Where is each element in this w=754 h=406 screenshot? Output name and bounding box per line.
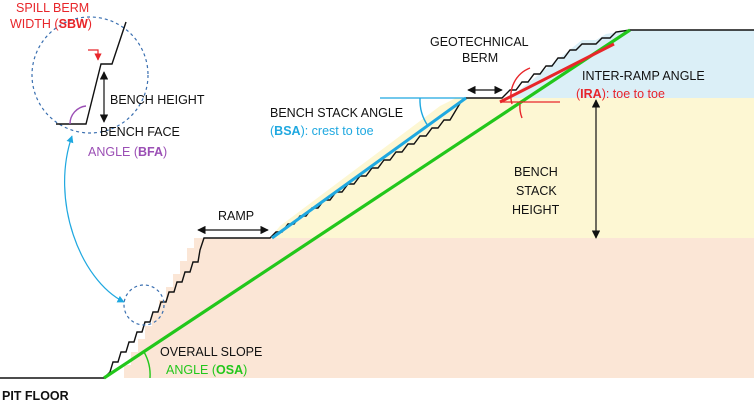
callout-connector (64, 135, 125, 303)
sbw-abbr: SBW (59, 17, 88, 31)
pit-floor-label: PIT FLOOR (2, 389, 69, 403)
bsa-label-line1: BENCH STACK ANGLE (270, 106, 403, 120)
bsa-rest: ): crest to toe (301, 124, 374, 138)
detail-bench-profile (56, 21, 127, 125)
svg-text:SPILL BERM: SPILL BERM (16, 1, 89, 15)
bsh-label-line2: STACK (516, 184, 557, 198)
ramp-label: RAMP (218, 209, 254, 223)
svg-text:(BSA): crest to toe: (BSA): crest to toe (270, 124, 374, 138)
sbw-close: ) (88, 17, 92, 31)
geotech-label-line1: GEOTECHNICAL (430, 35, 529, 49)
bfa-arc (69, 105, 87, 125)
svg-text:(IRA): toe to toe: (IRA): toe to toe (576, 87, 665, 101)
sbw-pointer (88, 49, 102, 61)
inter-ramp-line (499, 42, 615, 104)
bfa-label-line2: ANGLE ( (88, 145, 139, 159)
geotech-label-line2: BERM (462, 51, 498, 65)
overall-slope-line (103, 28, 631, 380)
osa-arc (143, 351, 151, 379)
detail-source-circle (123, 284, 165, 326)
bsh-label-line1: BENCH (514, 165, 558, 179)
svg-text:ANGLE (OSA): ANGLE (OSA) (166, 363, 247, 377)
svg-text:WIDTH (SBW): WIDTH (SBW) (10, 17, 92, 31)
osa-label-line1: OVERALL SLOPE (160, 345, 262, 359)
sbw-label-line2: WIDTH ( (10, 17, 59, 31)
bench-height-label: BENCH HEIGHT (110, 93, 205, 107)
bfa-close: ) (163, 145, 167, 159)
ira-arc (510, 67, 531, 119)
bsh-label-line3: HEIGHT (512, 203, 560, 217)
ira-abbr: IRA (580, 87, 602, 101)
bsa-open: ( (270, 124, 275, 138)
osa-close: ) (243, 363, 247, 377)
osa-label-line2: ANGLE ( (166, 363, 217, 377)
osa-abbr: OSA (216, 363, 243, 377)
bfa-abbr: BFA (138, 145, 163, 159)
bsa-abbr: BSA (274, 124, 300, 138)
ira-label-line1: INTER-RAMP ANGLE (582, 69, 705, 83)
ira-rest: ): toe to toe (602, 87, 665, 101)
bfa-label-line1: BENCH FACE (100, 125, 180, 139)
bench-stack-line (271, 96, 467, 240)
ira-open: ( (576, 87, 581, 101)
sbw-label-line1: SPILL BERM (16, 1, 89, 15)
detail-circle (31, 16, 149, 134)
bsa-arc (419, 97, 429, 127)
lower-band (104, 238, 754, 378)
bench-detail-callout (31, 16, 149, 134)
svg-text:ANGLE (BFA): ANGLE (BFA) (88, 145, 167, 159)
